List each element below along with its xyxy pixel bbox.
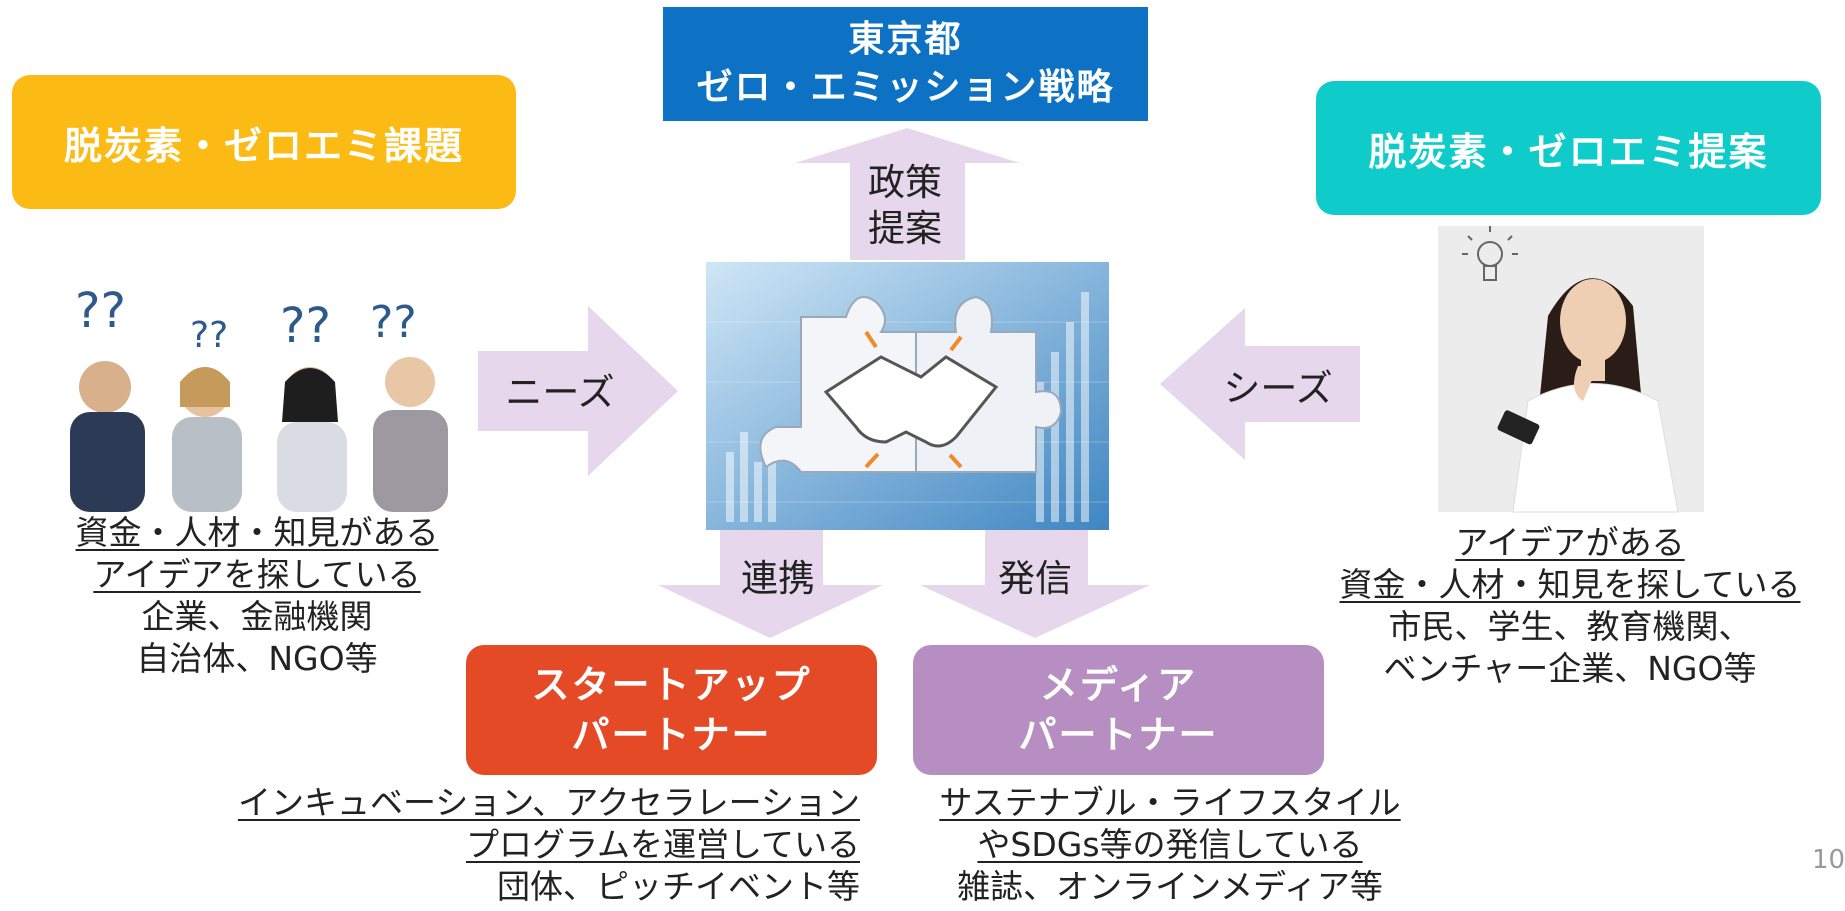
arrow-left-seeds <box>1160 308 1360 460</box>
media-partner-box: メディア パートナー <box>913 645 1324 775</box>
puzzled-people-photo: ?? ?? ?? ?? <box>40 232 470 512</box>
right-caption-line1: アイデアがある <box>1455 523 1685 562</box>
tokyo-strategy-line1: 東京都 <box>848 19 963 60</box>
svg-text:??: ?? <box>370 297 417 348</box>
media-caption: サステナブル・ライフスタイル やSDGs等の発信している 雑誌、オンラインメディ… <box>900 782 1440 908</box>
arrow-label-policy: 政策 提案 <box>845 160 965 252</box>
arrow-label-needs: ニーズ <box>505 371 615 414</box>
proposals-box: 脱炭素・ゼロエミ提案 <box>1316 81 1821 215</box>
arrow-label-policy-2: 提案 <box>868 207 942 250</box>
arrow-down-publish <box>920 530 1150 638</box>
left-caption: 資金・人材・知見がある アイデアを探している 企業、金融機関 自治体、NGO等 <box>30 512 484 680</box>
arrow-right-needs <box>478 306 678 476</box>
arrow-up-policy <box>795 128 1020 260</box>
media-partner-line2: パートナー <box>1018 713 1219 757</box>
startup-caption-line2: プログラムを運営している <box>465 825 860 864</box>
issues-label: 脱炭素・ゼロエミ課題 <box>63 123 464 168</box>
issues-box: 脱炭素・ゼロエミ課題 <box>12 75 516 209</box>
left-caption-line4: 自治体、NGO等 <box>136 639 378 678</box>
right-caption-line2: 資金・人材・知見を探している <box>1339 565 1801 604</box>
startup-caption-line3: 団体、ピッチイベント等 <box>497 867 860 906</box>
woman-idea-photo <box>1438 226 1704 513</box>
arrow-down-collab <box>658 530 883 638</box>
arrow-label-policy-1: 政策 <box>868 161 942 204</box>
tokyo-strategy-box: 東京都 ゼロ・エミッション戦略 <box>663 7 1148 121</box>
page-number: 10 <box>1812 845 1845 875</box>
media-caption-line1: サステナブル・ライフスタイル <box>939 783 1401 822</box>
svg-text:??: ?? <box>190 315 228 356</box>
right-caption-line4: ベンチャー企業、NGO等 <box>1383 649 1757 688</box>
svg-text:??: ?? <box>280 298 331 354</box>
media-caption-line2: やSDGs等の発信している <box>977 825 1363 864</box>
startup-partner-box: スタートアップ パートナー <box>466 645 877 775</box>
media-partner-line1: メディア <box>1039 663 1198 707</box>
proposals-label: 脱炭素・ゼロエミ提案 <box>1368 129 1769 174</box>
arrow-label-publish: 発信 <box>998 557 1072 600</box>
left-caption-line1: 資金・人材・知見がある <box>75 513 439 552</box>
left-caption-line2: アイデアを探している <box>93 555 421 594</box>
startup-caption-line1: インキュベーション、アクセラレーション <box>237 783 860 822</box>
startup-partner-line2: パートナー <box>571 713 772 757</box>
tokyo-strategy-line2: ゼロ・エミッション戦略 <box>696 67 1115 108</box>
startup-partner-line1: スタートアップ <box>531 663 812 707</box>
arrow-label-seeds: シーズ <box>1223 367 1333 410</box>
arrow-label-collab: 連携 <box>741 557 815 600</box>
media-caption-line3: 雑誌、オンラインメディア等 <box>957 867 1383 906</box>
left-caption-line3: 企業、金融機関 <box>141 597 373 636</box>
right-caption-line3: 市民、学生、教育機関、 <box>1388 607 1752 646</box>
svg-text:??: ?? <box>75 283 126 339</box>
right-caption: アイデアがある 資金・人材・知見を探している 市民、学生、教育機関、 ベンチャー… <box>1310 522 1830 690</box>
handshake-puzzle-image <box>706 262 1109 530</box>
startup-caption: インキュベーション、アクセラレーション プログラムを運営している 団体、ピッチイ… <box>140 782 860 908</box>
